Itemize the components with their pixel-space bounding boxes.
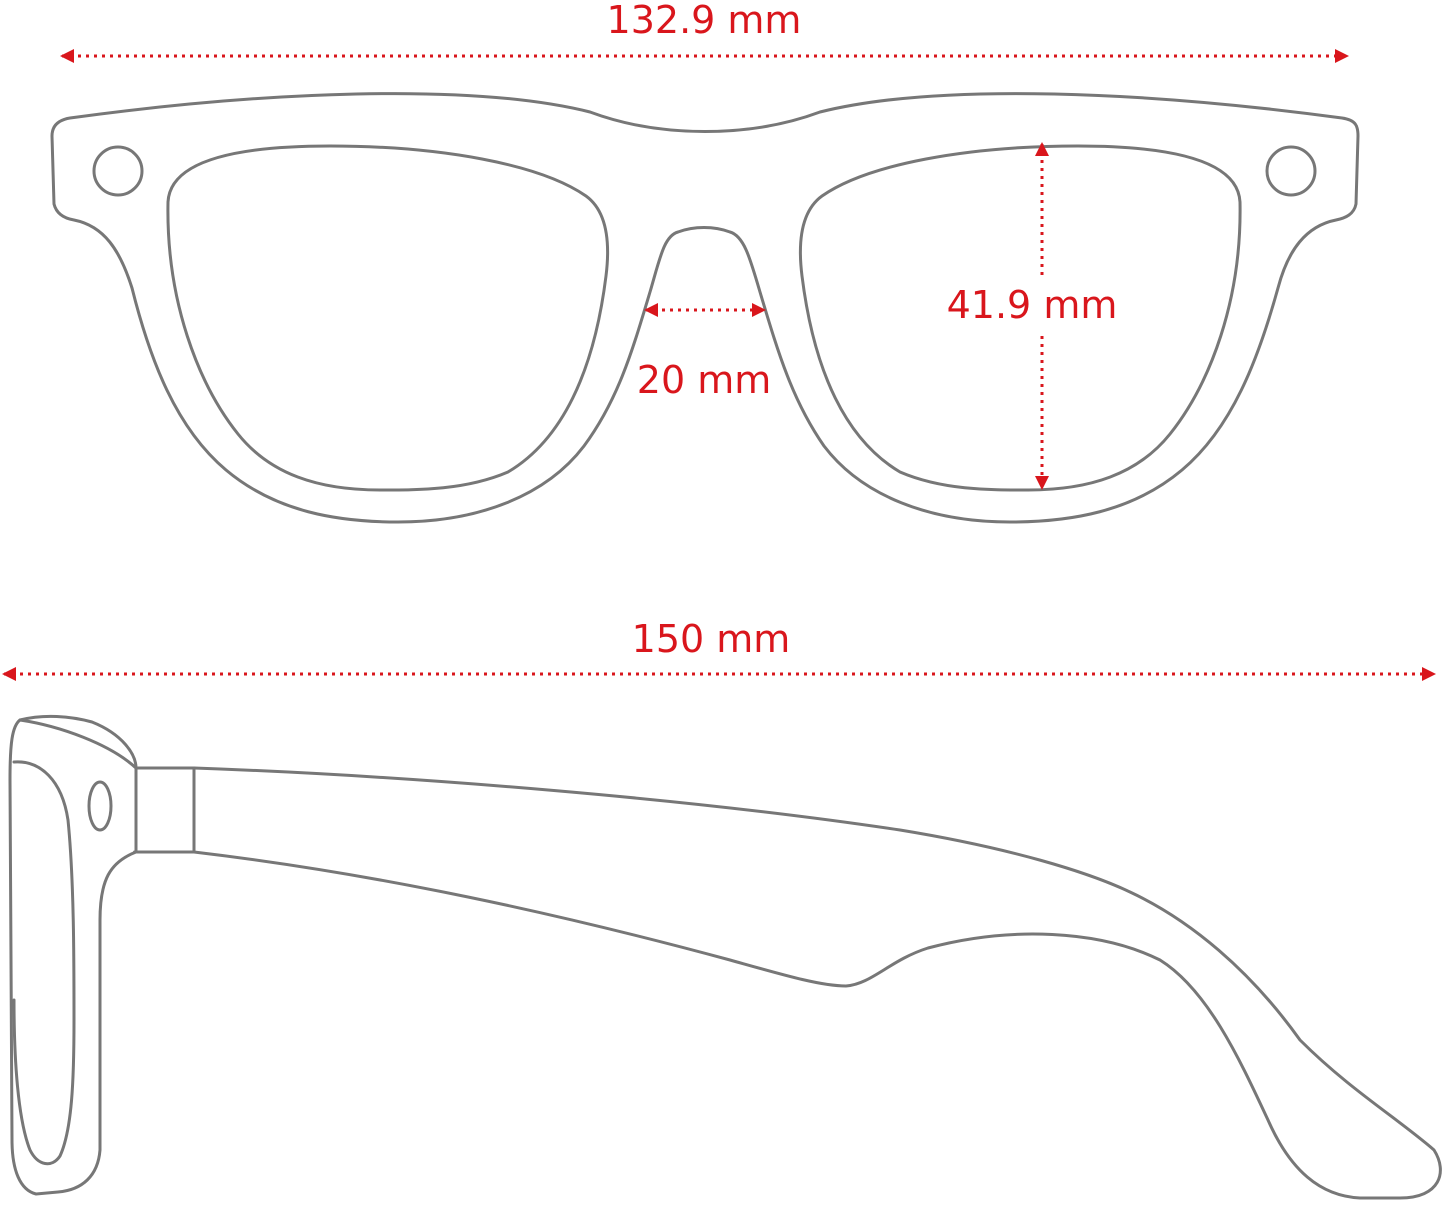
hinge-block <box>134 766 196 854</box>
temple-length-label: 150 mm <box>632 617 791 661</box>
right-rivet <box>1265 145 1317 197</box>
side-frame-inner-edge <box>12 760 76 1166</box>
right-lens-outline <box>798 144 1242 492</box>
lens-height-dimension: 41.9 mm <box>947 142 1118 490</box>
bridge-width-dimension: 20 mm <box>637 303 771 402</box>
front-view <box>50 92 1360 524</box>
bridge-width-label: 20 mm <box>637 358 771 402</box>
left-lens-outline <box>166 144 610 492</box>
temple-arm-outline <box>133 766 1442 1200</box>
total-width-label: 132.9 mm <box>607 0 802 42</box>
side-frame-top-edge <box>18 718 196 770</box>
temple-length-dimension: 150 mm <box>2 617 1436 681</box>
side-view <box>8 714 1442 1200</box>
front-frame-outline <box>50 92 1360 524</box>
side-frame-profile <box>8 714 138 1196</box>
side-rivet <box>87 780 113 832</box>
total-width-dimension: 132.9 mm <box>60 0 1349 63</box>
left-rivet <box>92 145 144 197</box>
lens-height-label: 41.9 mm <box>947 283 1118 327</box>
